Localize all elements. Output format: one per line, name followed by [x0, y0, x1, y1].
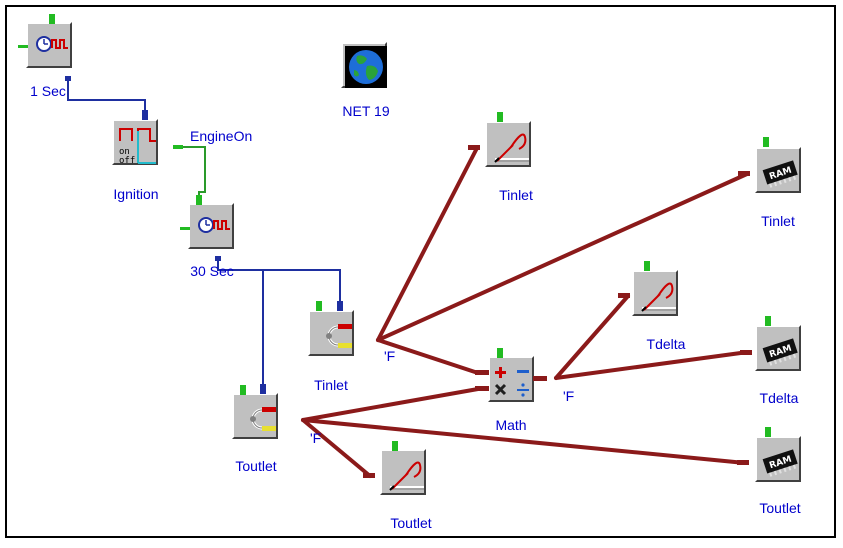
enable-port[interactable] — [497, 112, 503, 122]
input-port-a[interactable] — [475, 370, 489, 375]
tinlet-unit-label: 'F — [384, 348, 396, 364]
toutlet-ram-block[interactable]: RAM — [755, 436, 801, 482]
svg-text:on: on — [119, 147, 130, 157]
toutlet-unit-label: 'F — [310, 430, 322, 446]
enable-port[interactable] — [392, 441, 398, 451]
wire-30sec-to-tinlet[interactable] — [217, 258, 341, 304]
enable-port[interactable] — [49, 14, 55, 24]
ram-chip-icon: RAM — [762, 449, 798, 477]
tdelta-ram-block[interactable]: RAM — [755, 325, 801, 371]
engine-on-label: EngineOn — [190, 128, 253, 144]
tinlet-plot-label: Tinlet — [499, 187, 533, 203]
net-label: NET 19 — [342, 103, 390, 119]
toutlet-plot-block[interactable] — [380, 449, 426, 495]
timer-30sec-label: 30 Sec — [190, 263, 234, 279]
svg-text:off: off — [119, 156, 135, 165]
wire-toutlet-to-toutlet-plot[interactable] — [301, 418, 372, 478]
tinlet-sensor-block[interactable] — [308, 310, 354, 356]
tdelta-plot-label: Tdelta — [646, 336, 686, 352]
net-block[interactable] — [341, 42, 387, 88]
toutlet-sensor-block[interactable] — [232, 393, 278, 439]
thermocouple-icon — [250, 407, 276, 431]
toutlet-sensor-label: Toutlet — [235, 458, 277, 474]
globe-icon — [345, 46, 387, 88]
enable-port[interactable] — [765, 316, 771, 326]
wire-tinlet-to-math[interactable] — [376, 338, 480, 375]
math-unit-label: 'F — [563, 388, 575, 404]
enable-port[interactable] — [765, 427, 771, 437]
enable-port[interactable] — [196, 195, 202, 205]
pulse-timer-icon — [36, 36, 68, 52]
enable-port[interactable] — [497, 348, 503, 358]
wire-ignition-to-30sec[interactable] — [175, 146, 206, 198]
math-block[interactable] — [488, 356, 534, 402]
tinlet-ram-label: Tinlet — [761, 213, 795, 229]
on-off-switch-icon: on off — [119, 128, 156, 165]
ram-chip-icon: RAM — [762, 338, 798, 366]
wire-1sec-to-ignition[interactable] — [67, 80, 146, 117]
toutlet-plot-label: Toutlet — [390, 515, 432, 531]
pulse-timer-icon — [198, 217, 230, 233]
enable-port[interactable] — [316, 301, 322, 311]
clock-port[interactable] — [337, 301, 343, 311]
chart-recorder-icon — [494, 133, 529, 163]
math-label: Math — [495, 417, 527, 433]
wire-math-to-tdelta-ram[interactable] — [554, 350, 750, 380]
math-operators-icon — [494, 367, 529, 397]
wire-tinlet-to-tinlet-ram[interactable] — [376, 172, 749, 342]
wire-toutlet-to-toutlet-ram[interactable] — [301, 418, 747, 465]
input-port[interactable] — [180, 227, 190, 230]
wire-toutlet-to-math[interactable] — [301, 387, 480, 422]
thermocouple-icon — [326, 324, 352, 348]
clock-port[interactable] — [142, 110, 148, 120]
ram-chip-icon: RAM — [762, 160, 798, 188]
output-port[interactable] — [173, 145, 183, 149]
toutlet-ram-label: Toutlet — [759, 500, 801, 516]
enable-port[interactable] — [644, 261, 650, 271]
ignition-block[interactable]: on off — [112, 119, 158, 165]
ignition-label: Ignition — [113, 186, 159, 202]
tinlet-plot-block[interactable] — [485, 121, 531, 167]
wire-30sec-to-toutlet[interactable] — [218, 269, 264, 387]
clock-port[interactable] — [260, 384, 266, 394]
tinlet-ram-block[interactable]: RAM — [755, 147, 801, 193]
tdelta-ram-label: Tdelta — [759, 390, 799, 406]
wire-tinlet-to-tinlet-plot[interactable] — [376, 146, 479, 342]
output-port[interactable] — [215, 256, 221, 261]
enable-port[interactable] — [763, 137, 769, 147]
timer-1sec-label: 1 Sec — [30, 83, 66, 99]
enable-port[interactable] — [240, 385, 246, 395]
chart-recorder-icon — [641, 282, 676, 312]
output-port[interactable] — [65, 76, 71, 81]
input-port[interactable] — [18, 45, 28, 48]
chart-recorder-icon — [389, 461, 424, 491]
input-port-b[interactable] — [475, 386, 489, 391]
output-port[interactable] — [533, 376, 547, 381]
wire-math-to-tdelta-plot[interactable] — [554, 294, 630, 380]
timer-30sec-block[interactable] — [188, 203, 234, 249]
tdelta-plot-block[interactable] — [632, 270, 678, 316]
tinlet-sensor-label: Tinlet — [314, 377, 348, 393]
timer-1sec-block[interactable] — [26, 22, 72, 68]
